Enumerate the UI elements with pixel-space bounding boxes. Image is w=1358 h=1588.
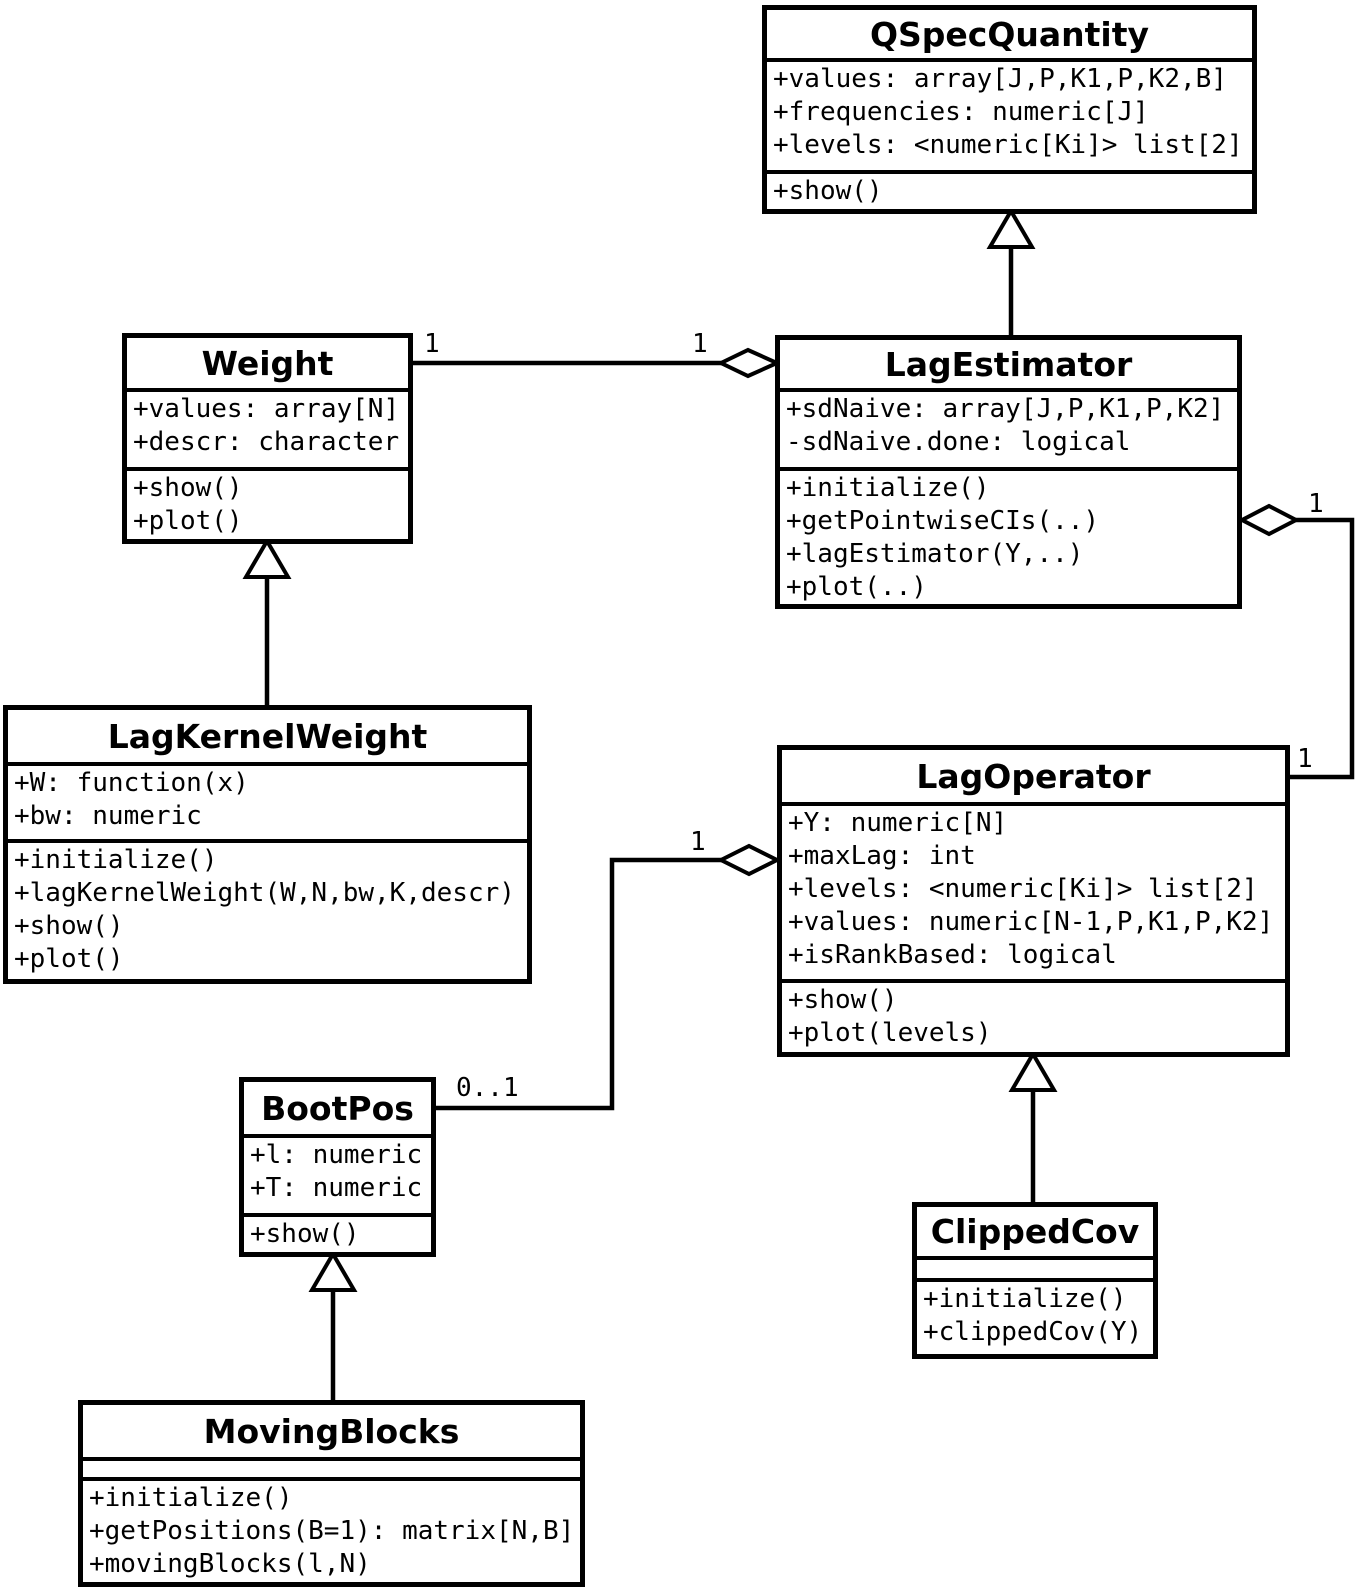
class-methods-section: +show()+plot(levels): [782, 983, 1285, 1052]
multiplicity-label: 1: [424, 329, 440, 359]
class-lagkernelweight: LagKernelWeight+W: function(x)+bw: numer…: [3, 705, 532, 984]
attribute-line: +W: function(x): [14, 768, 249, 798]
class-methods-section: +show(): [244, 1217, 431, 1252]
attribute-line: +descr: character: [133, 427, 400, 457]
class-attributes-section: [83, 1461, 580, 1481]
method-line: +initialize(): [786, 473, 990, 503]
attribute-line: +bw: numeric: [14, 801, 202, 831]
method-line: +initialize(): [14, 845, 218, 875]
method-line: +plot(): [14, 944, 124, 974]
attribute-line: +levels: <numeric[Ki]> list[2]: [788, 874, 1258, 904]
multiplicity-label: 1: [1308, 489, 1324, 519]
inheritance-clippedcov-to-lagoperator: [1008, 1050, 1058, 1204]
class-bootpos: BootPos+l: numeric+T: numeric+show(): [239, 1077, 436, 1257]
method-line: +show(): [14, 911, 124, 941]
multiplicity-label: 1: [1297, 744, 1313, 774]
aggregation-diamond-icon: [716, 347, 782, 379]
method-line: +plot(levels): [788, 1018, 992, 1048]
attribute-line: +values: array[J,P,K1,P,K2,B]: [773, 64, 1227, 94]
aggregation-diamond-icon: [716, 843, 782, 877]
inheritance-triangle-icon: [242, 537, 292, 579]
class-methods-section: +show(): [767, 174, 1252, 209]
attribute-line: +Y: numeric[N]: [788, 808, 1008, 838]
inheritance-movingblocks-to-bootpos: [308, 1250, 358, 1402]
class-attributes-section: +W: function(x)+bw: numeric: [8, 766, 527, 843]
class-clippedcov: ClippedCov +initialize()+clippedCov(Y): [912, 1202, 1158, 1359]
class-title: ClippedCov: [917, 1207, 1153, 1260]
attribute-line: +T: numeric: [250, 1173, 423, 1203]
method-line: +plot(): [133, 506, 243, 536]
class-attributes-section: +Y: numeric[N]+maxLag: int+levels: <nume…: [782, 806, 1285, 983]
inheritance-lagestimator-to-qspecquantity: [986, 207, 1036, 337]
aggregation-lagoperator-lagestimator: [1237, 503, 1355, 780]
class-movingblocks: MovingBlocks +initialize()+getPositions(B…: [78, 1400, 585, 1587]
attribute-line: +frequencies: numeric[J]: [773, 97, 1149, 127]
attribute-line: +maxLag: int: [788, 841, 976, 871]
class-attributes-section: +sdNaive: array[J,P,K1,P,K2]-sdNaive.don…: [780, 392, 1237, 471]
method-line: +initialize(): [923, 1284, 1127, 1314]
class-lagoperator: LagOperator+Y: numeric[N]+maxLag: int+le…: [777, 745, 1290, 1057]
multiplicity-label: 0..1: [456, 1073, 519, 1103]
multiplicity-label: 1: [692, 329, 708, 359]
method-line: +plot(..): [786, 572, 927, 602]
class-methods-section: +initialize()+getPositions(B=1): matrix[…: [83, 1481, 580, 1582]
attribute-line: +sdNaive: array[J,P,K1,P,K2]: [786, 394, 1225, 424]
method-line: +getPointwiseCIs(..): [786, 506, 1100, 536]
attribute-line: +levels: <numeric[Ki]> list[2]: [773, 130, 1243, 160]
class-methods-section: +initialize()+clippedCov(Y): [917, 1282, 1153, 1354]
method-line: +lagEstimator(Y,..): [786, 539, 1084, 569]
attribute-line: -sdNaive.done: logical: [786, 427, 1131, 457]
class-qspecquantity: QSpecQuantity+values: array[J,P,K1,P,K2,…: [762, 5, 1257, 214]
class-lagestimator: LagEstimator+sdNaive: array[J,P,K1,P,K2]…: [775, 335, 1242, 609]
class-methods-section: +initialize()+getPointwiseCIs(..)+lagEst…: [780, 471, 1237, 604]
attribute-line: +values: array[N]: [133, 394, 400, 424]
method-line: +movingBlocks(l,N): [89, 1549, 371, 1579]
class-title: BootPos: [244, 1082, 431, 1138]
class-attributes-section: [917, 1260, 1153, 1282]
class-attributes-section: +values: array[J,P,K1,P,K2,B]+frequencie…: [767, 62, 1252, 174]
attribute-line: +l: numeric: [250, 1140, 423, 1170]
class-title: LagOperator: [782, 750, 1285, 806]
inheritance-triangle-icon: [986, 207, 1036, 249]
class-methods-section: +show()+plot(): [127, 471, 408, 539]
inheritance-lagkernelweight-to-weight: [242, 537, 292, 707]
class-title: QSpecQuantity: [767, 10, 1252, 62]
attribute-line: +values: numeric[N-1,P,K1,P,K2]: [788, 907, 1274, 937]
multiplicity-label: 1: [690, 827, 706, 857]
method-line: +clippedCov(Y): [923, 1317, 1143, 1347]
aggregation-weight-lagestimator: [413, 347, 782, 379]
method-line: +show(): [133, 473, 243, 503]
method-line: +show(): [773, 176, 883, 206]
method-line: +show(): [250, 1219, 360, 1249]
class-attributes-section: +l: numeric+T: numeric: [244, 1138, 431, 1217]
method-line: +initialize(): [89, 1483, 293, 1513]
class-title: LagKernelWeight: [8, 710, 527, 766]
method-line: +show(): [788, 985, 898, 1015]
method-line: +getPositions(B=1): matrix[N,B]: [89, 1516, 575, 1546]
inheritance-triangle-icon: [308, 1250, 358, 1292]
class-weight: Weight+values: array[N]+descr: character…: [122, 333, 413, 544]
class-title: Weight: [127, 338, 408, 392]
class-title: LagEstimator: [780, 340, 1237, 392]
inheritance-triangle-icon: [1008, 1050, 1058, 1092]
attribute-line: +isRankBased: logical: [788, 940, 1117, 970]
class-methods-section: +initialize()+lagKernelWeight(W,N,bw,K,d…: [8, 843, 527, 979]
class-title: MovingBlocks: [83, 1405, 580, 1461]
method-line: +lagKernelWeight(W,N,bw,K,descr): [14, 878, 515, 908]
class-attributes-section: +values: array[N]+descr: character: [127, 392, 408, 471]
aggregation-diamond-icon: [1237, 503, 1301, 537]
